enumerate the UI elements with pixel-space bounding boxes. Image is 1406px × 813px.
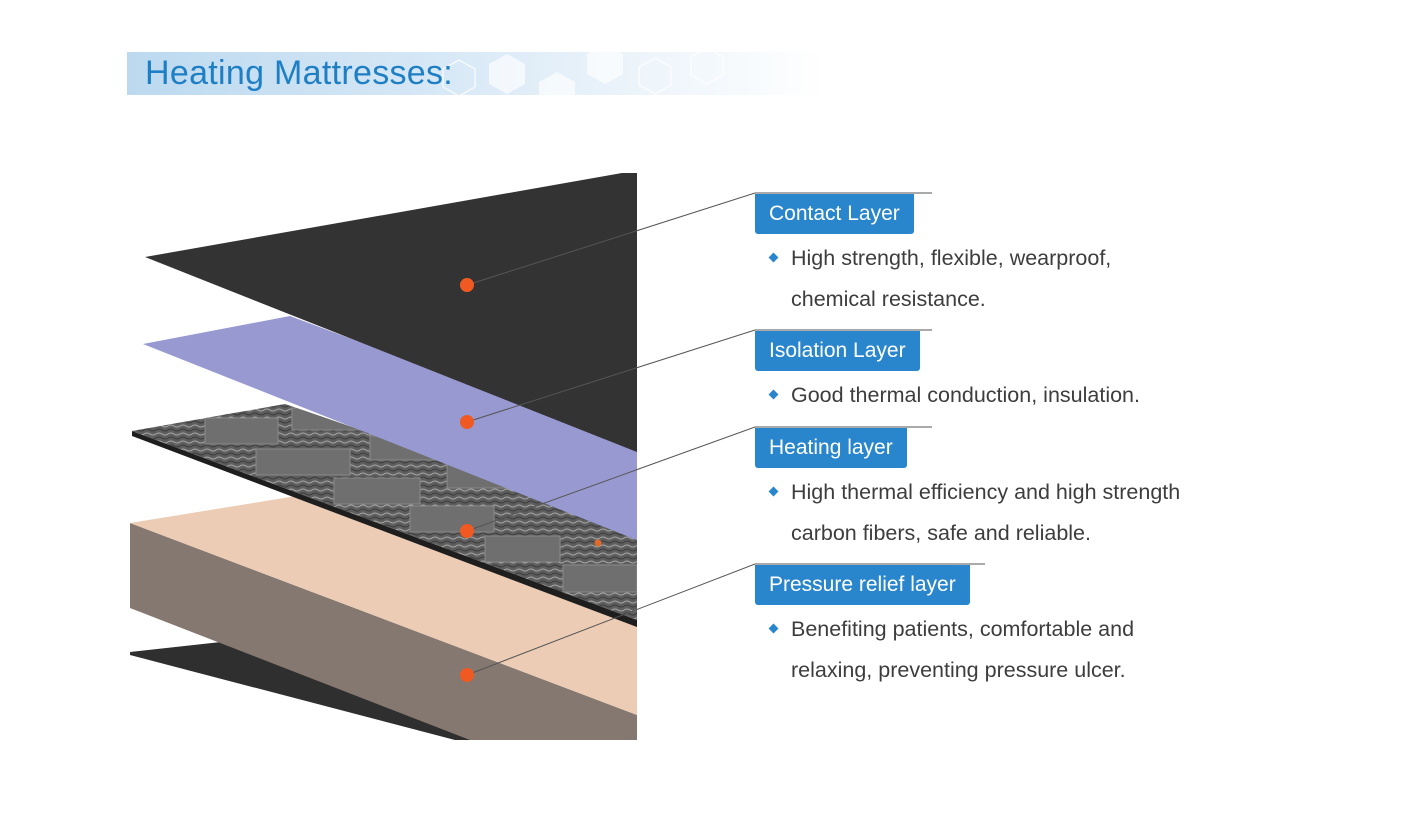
isolation-layer <box>143 316 637 540</box>
diamond-bullet-icon <box>768 252 779 263</box>
contact-layer-description: High strength, flexible, wearproof, chem… <box>768 238 1199 320</box>
description-item: Benefiting patients, comfortable and <box>768 609 1199 650</box>
title-banner: Heating Mattresses: <box>127 52 827 95</box>
contact-layer <box>145 173 637 452</box>
pressure-relief-layer-callout: Pressure relief layer Benefiting patient… <box>755 565 1199 691</box>
pressure-relief-layer-side <box>130 523 637 740</box>
description-text: High strength, flexible, wearproof, <box>791 246 1112 270</box>
heating-connector <box>594 539 602 547</box>
description-text: Good thermal conduction, insulation. <box>791 383 1140 407</box>
isolation-layer-marker <box>460 415 474 429</box>
contact-layer-tag: Contact Layer <box>755 194 914 234</box>
heating-layer-description: High thermal efficiency and high strengt… <box>768 472 1199 554</box>
isolation-layer-callout: Isolation Layer Good thermal conduction,… <box>755 331 1199 416</box>
description-text: Benefiting patients, comfortable and <box>791 617 1135 641</box>
description-text: chemical resistance. <box>791 287 986 311</box>
description-item: chemical resistance. <box>769 279 1199 320</box>
diamond-bullet-icon <box>768 623 779 634</box>
leader-line-isolation <box>466 329 932 423</box>
diamond-bullet-icon <box>768 389 779 400</box>
diamond-bullet-icon <box>768 486 779 497</box>
leader-line-pressure <box>466 563 985 676</box>
pressure-layer-marker <box>460 668 474 682</box>
contact-layer-marker <box>460 278 474 292</box>
description-item: relaxing, preventing pressure ulcer. <box>769 650 1199 691</box>
heating-layer-callout: Heating layer High thermal efficiency an… <box>755 428 1199 554</box>
description-item: carbon fibers, safe and reliable. <box>769 513 1199 554</box>
page-title: Heating Mattresses: <box>145 54 454 92</box>
leader-line-heating <box>466 426 932 532</box>
leader-line-contact <box>466 192 932 286</box>
isolation-layer-tag: Isolation Layer <box>755 331 920 371</box>
heating-layer-edge <box>132 431 637 627</box>
pressure-relief-layer-top <box>130 484 637 715</box>
hexagon-pattern-decoration <box>442 52 724 95</box>
description-text: High thermal efficiency and high strengt… <box>791 480 1181 504</box>
heating-layer-tag: Heating layer <box>755 428 907 468</box>
pressure-relief-layer-description: Benefiting patients, comfortable and rel… <box>768 609 1199 691</box>
isolation-layer-description: Good thermal conduction, insulation. <box>768 375 1199 416</box>
description-item: Good thermal conduction, insulation. <box>768 375 1199 416</box>
heating-layer-marker <box>460 524 474 538</box>
pressure-relief-layer-tag: Pressure relief layer <box>755 565 970 605</box>
contact-layer-callout: Contact Layer High strength, flexible, w… <box>755 194 1199 320</box>
description-item: High thermal efficiency and high strengt… <box>768 472 1199 513</box>
description-text: relaxing, preventing pressure ulcer. <box>791 658 1126 682</box>
description-text: carbon fibers, safe and reliable. <box>791 521 1091 545</box>
description-item: High strength, flexible, wearproof, <box>768 238 1199 279</box>
